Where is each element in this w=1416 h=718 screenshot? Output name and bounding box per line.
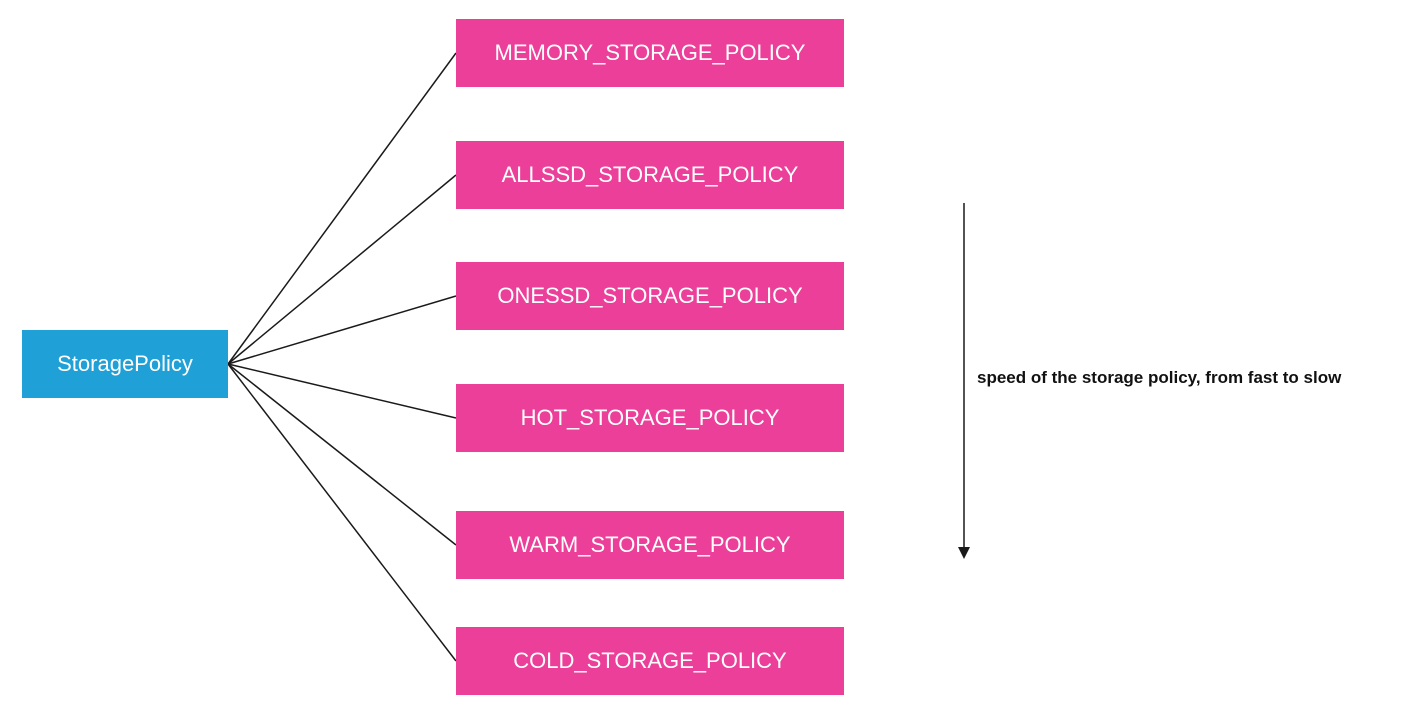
connector-allssd — [227, 174, 457, 365]
policy-node-label: ONESSD_STORAGE_POLICY — [497, 283, 803, 308]
connector-warm — [227, 363, 457, 546]
speed-indicator-label: speed of the storage policy, from fast t… — [977, 368, 1342, 387]
connector-onessd — [227, 295, 457, 365]
connector-memory — [227, 52, 457, 365]
policy-node-warm: WARM_STORAGE_POLICY — [456, 511, 844, 579]
connector-cold — [227, 363, 457, 662]
policy-node-hot: HOT_STORAGE_POLICY — [456, 384, 844, 452]
policy-node-memory: MEMORY_STORAGE_POLICY — [456, 19, 844, 87]
policy-node-allssd: ALLSSD_STORAGE_POLICY — [456, 141, 844, 209]
policy-node-label: MEMORY_STORAGE_POLICY — [494, 40, 806, 65]
policy-node-cold: COLD_STORAGE_POLICY — [456, 627, 844, 695]
root-node-label: StoragePolicy — [57, 351, 193, 376]
connector-hot — [227, 363, 457, 419]
policy-node-label: COLD_STORAGE_POLICY — [513, 648, 787, 673]
policy-node-onessd: ONESSD_STORAGE_POLICY — [456, 262, 844, 330]
policy-node-label: ALLSSD_STORAGE_POLICY — [501, 162, 799, 187]
policy-node-label: HOT_STORAGE_POLICY — [520, 405, 780, 430]
policy-node-label: WARM_STORAGE_POLICY — [509, 532, 791, 557]
storage-policy-root-node: StoragePolicy — [22, 330, 228, 398]
